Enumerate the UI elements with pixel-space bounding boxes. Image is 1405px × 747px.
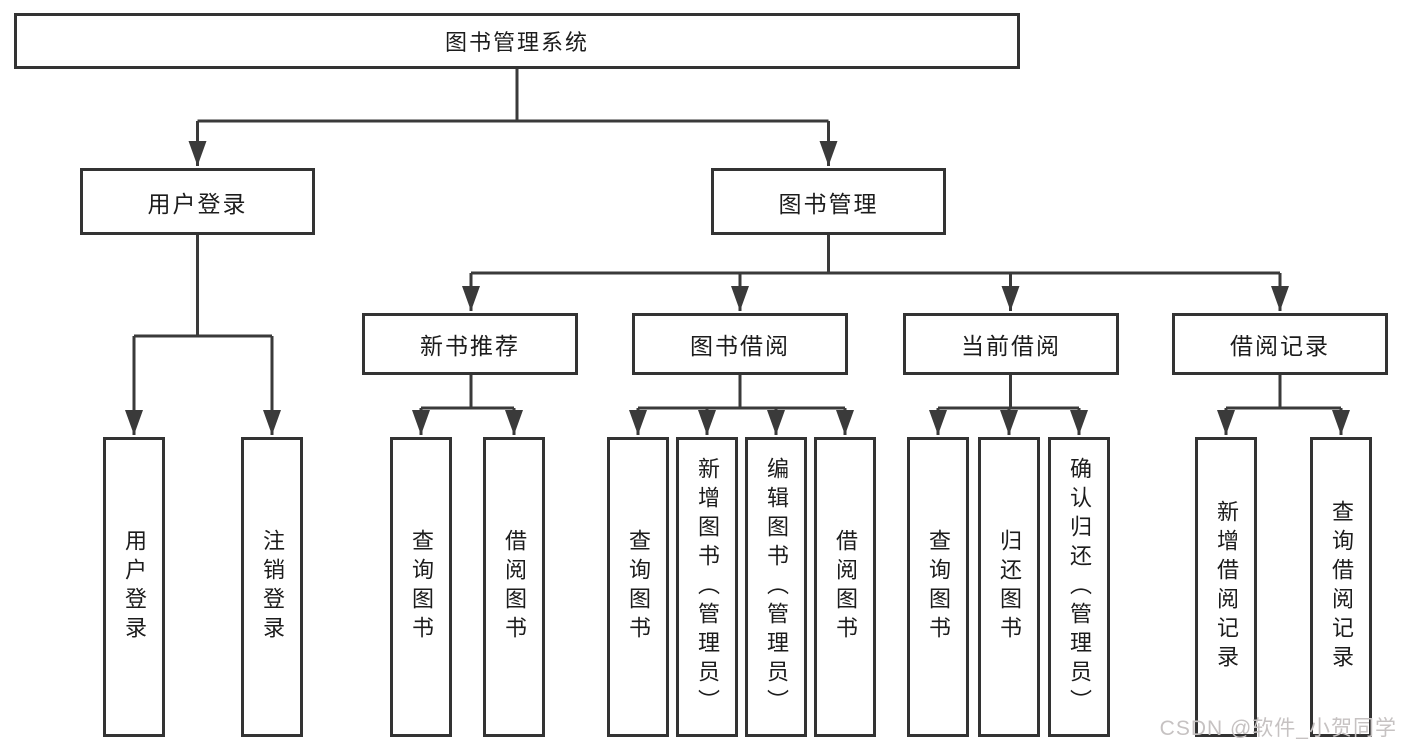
leaf-return-books: 归还图书 (978, 437, 1040, 737)
leaf-label: 查询借阅记录 (1329, 500, 1354, 674)
connector-root (197, 69, 829, 123)
leaf-borrow-books-recommend: 借阅图书 (483, 437, 545, 737)
leaf-query-borrow-record: 查询借阅记录 (1310, 437, 1372, 737)
connector-user-login (134, 235, 272, 338)
node-user-login: 用户登录 (80, 168, 315, 235)
node-label: 图书管理 (778, 190, 879, 217)
node-label: 借阅记录 (1230, 333, 1330, 359)
leaf-label: 查询图书 (926, 529, 951, 645)
leaf-label: 借阅图书 (833, 529, 858, 645)
leaf-edit-books-admin: 编辑图书（管理员） (745, 437, 807, 737)
leaf-label: 新增借阅记录 (1214, 500, 1239, 674)
leaf-label: 编辑图书（管理员） (764, 456, 789, 718)
leaf-confirm-return-admin: 确认归还（管理员） (1048, 437, 1110, 737)
leaf-label: 借阅图书 (502, 529, 527, 645)
leaf-query-books-borrowing: 查询图书 (607, 437, 669, 737)
node-label: 新书推荐 (420, 333, 520, 359)
leaf-label: 查询图书 (409, 529, 434, 645)
leaf-logout: 注销登录 (241, 437, 303, 737)
node-borrowing-records: 借阅记录 (1172, 313, 1388, 375)
node-book-borrowing: 图书借阅 (632, 313, 848, 375)
leaf-borrow-books-borrowing: 借阅图书 (814, 437, 876, 737)
node-current-borrowing: 当前借阅 (903, 313, 1119, 375)
connector-book-management (471, 235, 1280, 275)
node-book-management: 图书管理 (711, 168, 946, 235)
leaf-label: 归还图书 (997, 529, 1022, 645)
node-new-book-recommendation: 新书推荐 (362, 313, 578, 375)
leaf-label: 新增图书（管理员） (695, 456, 720, 718)
leaf-add-borrow-record: 新增借阅记录 (1195, 437, 1257, 737)
leaf-label: 确认归还（管理员） (1067, 456, 1092, 718)
connector-book-borrowing (638, 375, 845, 410)
node-label: 图书借阅 (690, 333, 790, 359)
node-library-management-system: 图书管理系统 (14, 13, 1020, 69)
leaf-add-books-admin: 新增图书（管理员） (676, 437, 738, 737)
node-label: 图书管理系统 (444, 30, 589, 55)
connector-new-book (421, 375, 514, 410)
connector-current-borrowing (938, 375, 1079, 410)
leaf-label: 用户登录 (122, 529, 147, 645)
connector-borrowing-records (1226, 375, 1341, 410)
watermark: CSDN @软件_小贺同学 (1159, 717, 1397, 740)
leaf-user-login: 用户登录 (103, 437, 165, 737)
node-label: 用户登录 (147, 190, 248, 217)
leaf-label: 查询图书 (626, 529, 651, 645)
leaf-label: 注销登录 (260, 529, 285, 645)
leaf-query-books-current: 查询图书 (907, 437, 969, 737)
node-label: 当前借阅 (961, 333, 1061, 359)
leaf-query-books-recommend: 查询图书 (390, 437, 452, 737)
